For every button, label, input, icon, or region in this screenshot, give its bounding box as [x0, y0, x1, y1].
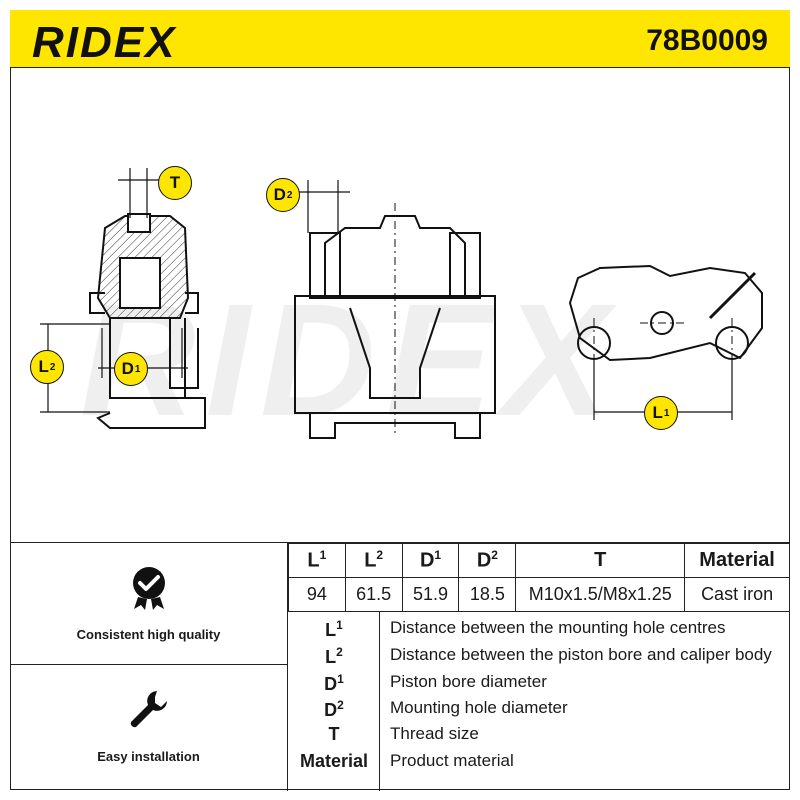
legend-key: D2: [324, 698, 344, 720]
spec-value: M10x1.5/M8x1.25: [515, 577, 686, 612]
legend-row: D2 Mounting hole diameter: [288, 698, 790, 724]
legend-key: L2: [325, 645, 343, 667]
badge-t: T: [158, 166, 192, 200]
col-header: D1: [401, 543, 460, 578]
spec-value: 94: [288, 577, 346, 612]
legend-row: T Thread size: [288, 724, 790, 750]
legend-row: L2 Distance between the piston bore and …: [288, 645, 790, 671]
specs-table: L1 L2 D1 D2 T Material 94 61.5 51.9 18.5…: [288, 543, 790, 612]
legend-row: L1 Distance between the mounting hole ce…: [288, 618, 790, 644]
technical-drawing: RIDEX: [10, 68, 790, 542]
t-dimension: [118, 168, 160, 218]
specs-value-row: 94 61.5 51.9 18.5 M10x1.5/M8x1.25 Cast i…: [288, 577, 790, 612]
side-view: [568, 264, 763, 362]
d2-dimension: [298, 180, 350, 233]
spec-value: Cast iron: [684, 577, 790, 612]
spec-value: 51.9: [401, 577, 460, 612]
feature-quality-label: Consistent high quality: [76, 627, 221, 642]
col-header: L1: [288, 543, 346, 578]
legend: L1 Distance between the mounting hole ce…: [288, 611, 790, 791]
legend-desc: Thread size: [390, 724, 479, 743]
legend-key: T: [328, 724, 340, 744]
legend-key: L1: [325, 618, 343, 640]
section-view: [89, 213, 206, 429]
feature-quality: Consistent high quality: [10, 543, 288, 665]
brand-logo: RIDEX: [32, 18, 177, 67]
legend-desc: Mounting hole diameter: [390, 698, 568, 717]
caliper-drawings: [40, 168, 763, 439]
legend-keys-column: [288, 612, 380, 791]
feature-installation: Easy installation: [10, 665, 288, 791]
info-panel: Consistent high quality Easy installatio…: [10, 542, 790, 791]
legend-desc: Piston bore diameter: [390, 672, 547, 691]
col-header: Material: [684, 543, 790, 578]
legend-desc: Distance between the piston bore and cal…: [390, 645, 772, 664]
spec-value: 18.5: [458, 577, 517, 612]
legend-key: D1: [324, 672, 344, 694]
spec-value: 61.5: [344, 577, 403, 612]
part-number: 78B0009: [646, 24, 768, 57]
header-bar: RIDEX 78B0009: [10, 10, 790, 68]
col-header: D2: [458, 543, 517, 578]
quality-seal-check-icon: [132, 567, 165, 610]
legend-key: Material: [299, 751, 369, 771]
wrench-icon: [130, 691, 167, 728]
col-header: L2: [344, 543, 403, 578]
feature-installation-label: Easy installation: [97, 749, 200, 764]
front-view: [294, 203, 496, 439]
legend-row: Material Product material: [288, 751, 790, 777]
legend-row: D1 Piston bore diameter: [288, 672, 790, 698]
legend-desc: Product material: [390, 751, 514, 770]
specs-header-row: L1 L2 D1 D2 T Material: [288, 543, 790, 578]
col-header: T: [515, 543, 686, 578]
legend-desc: Distance between the mounting hole centr…: [390, 618, 726, 637]
